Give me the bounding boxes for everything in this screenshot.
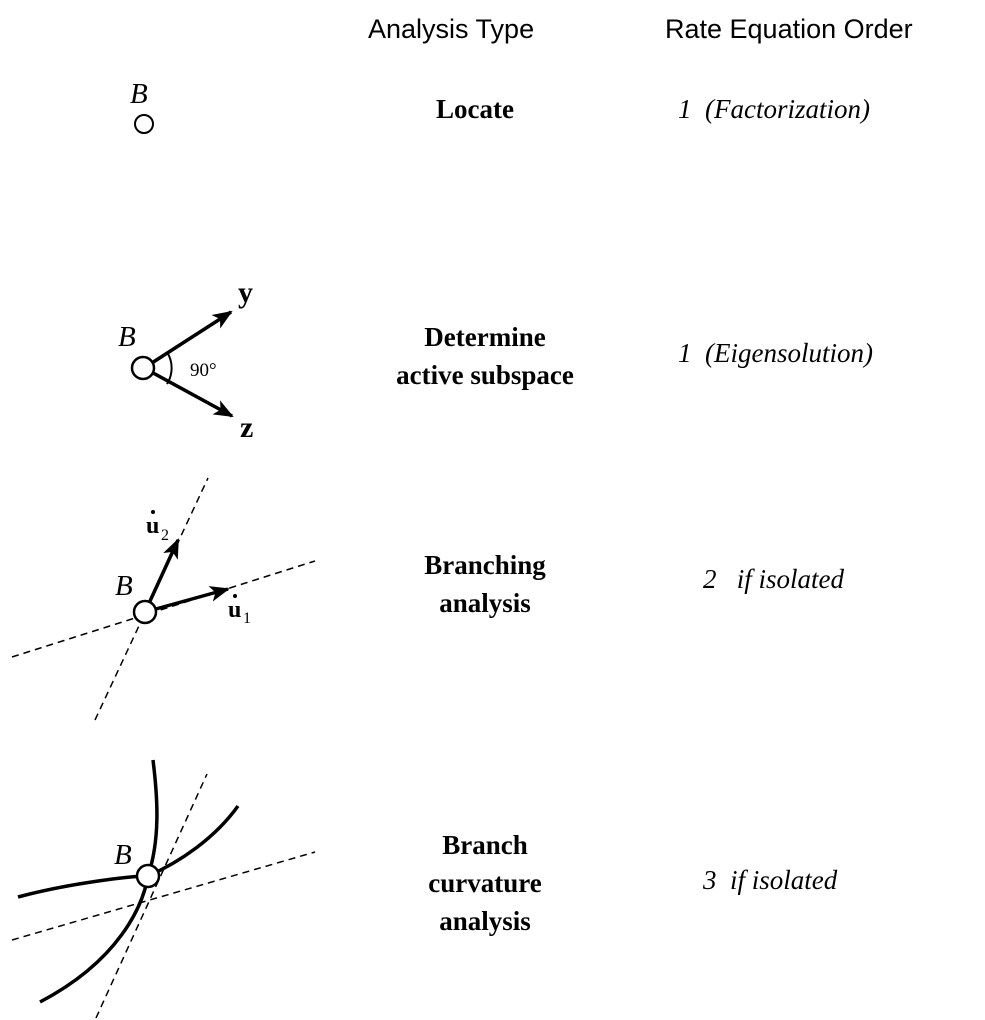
vector-u2-label: u 2 [146,510,169,544]
point-b-label: B [130,78,148,110]
analysis-type-line: Locate [436,94,514,124]
analysis-type-line: active subspace [396,360,574,390]
angle-arc [166,351,173,385]
vector-u1-subscript: 1 [243,610,251,627]
bifurcation-point [132,599,158,625]
point-b-label: B [115,570,133,602]
vector-u1-label: u 1 [228,594,251,627]
point-b-label: B [118,321,136,353]
analysis-type-locate: Locate [365,90,585,128]
vector-u2-symbol: u [146,513,159,539]
dot-accent-icon [151,510,155,514]
order-branching: 2 if isolated [703,564,844,594]
order-locate: 1 (Factorization) [678,94,870,124]
analysis-type-line: Branching [424,550,546,580]
active-subspace-figure: B y z 90° [118,276,253,444]
tangent-line-1 [11,851,316,941]
vector-u2-arrow [143,538,180,613]
angle-label: 90° [190,360,217,381]
bifurcation-point [135,863,161,889]
rate-equation-order-header: Rate Equation Order [665,14,913,44]
tangent-line-2 [95,773,208,1019]
analysis-type-line: analysis [439,906,531,936]
bifurcation-point [134,114,154,134]
tangent-line-1 [11,560,316,658]
analysis-type-branching-analysis: Branching analysis [375,546,595,622]
vector-u1-symbol: u [228,597,241,623]
analysis-type-determine-active-subspace: Determine active subspace [365,318,605,394]
order-active-subspace: 1 (Eigensolution) [678,338,873,368]
bifurcation-point [130,355,156,381]
point-b-label: B [114,839,132,871]
analysis-type-line: curvature [428,868,542,898]
vector-z-arrow [143,366,234,418]
analysis-type-branch-curvature-analysis: Branch curvature analysis [375,826,595,940]
branching-figure: B u 2 u 1 [11,477,316,721]
vector-u1-arrow [144,586,230,614]
vector-z-label: z [240,411,253,444]
analysis-type-line: Determine [424,322,546,352]
vector-y-arrow [143,310,233,370]
branch-curvature-figure: B [11,759,316,1019]
vector-u2-subscript: 2 [161,527,169,544]
analysis-type-header: Analysis Type [368,14,535,44]
analysis-type-line: Branch [442,830,528,860]
analysis-type-line: analysis [439,588,531,618]
branch-curve-2 [39,804,240,1004]
order-branch-curvature: 3 if isolated [703,865,838,895]
dot-accent-icon [233,594,237,598]
locate-figure: B [130,78,154,134]
vector-y-label: y [238,276,253,309]
